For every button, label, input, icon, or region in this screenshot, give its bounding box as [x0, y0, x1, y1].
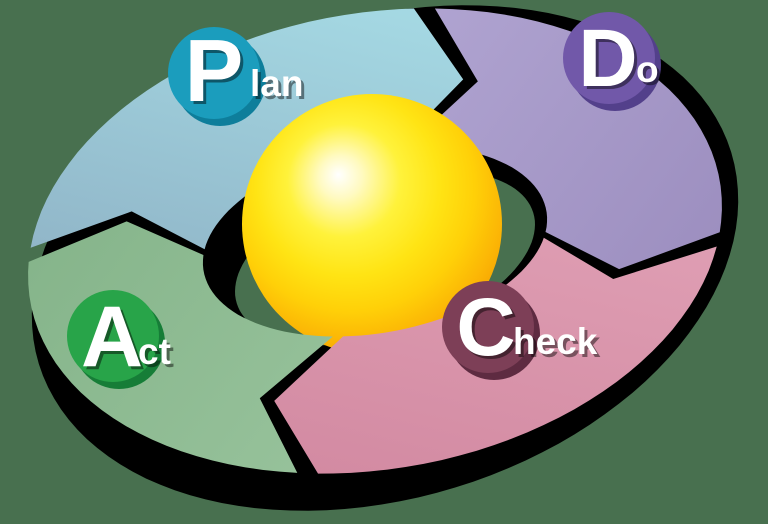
- act-segment-arrow: [28, 221, 333, 473]
- plan-initial-shadow: P: [188, 24, 247, 123]
- act-label-group: A A ct ct: [67, 289, 174, 389]
- plan-rest: lan: [250, 63, 303, 104]
- plan-badge-circle: [168, 27, 260, 119]
- act-initial: A: [81, 289, 143, 385]
- do-initial: D: [578, 13, 637, 104]
- act-rest: ct: [138, 331, 171, 372]
- act-badge-circle: [67, 290, 159, 382]
- do-rest: o: [636, 49, 659, 90]
- check-badge-circle: [442, 281, 534, 373]
- plan-label-group: P P lan lan: [168, 21, 306, 126]
- do-initial-shadow: D: [581, 16, 640, 107]
- check-initial: C: [456, 282, 515, 373]
- plan-segment-arrow: [30, 8, 464, 250]
- check-initial-shadow: C: [459, 285, 518, 376]
- do-badge-circle: [563, 12, 655, 104]
- do-rest-shadow: o: [639, 52, 662, 93]
- act-initial-shadow: A: [84, 292, 146, 388]
- plan-initial: P: [185, 21, 244, 120]
- act-rest-shadow: ct: [141, 334, 174, 375]
- plan-rest-shadow: lan: [253, 66, 306, 107]
- check-rest: heck: [513, 321, 598, 362]
- center-sphere: [242, 94, 502, 354]
- do-label-group: D D o o: [563, 12, 662, 111]
- check-rest-shadow: heck: [516, 324, 601, 365]
- check-label-group: C C heck heck: [442, 281, 601, 380]
